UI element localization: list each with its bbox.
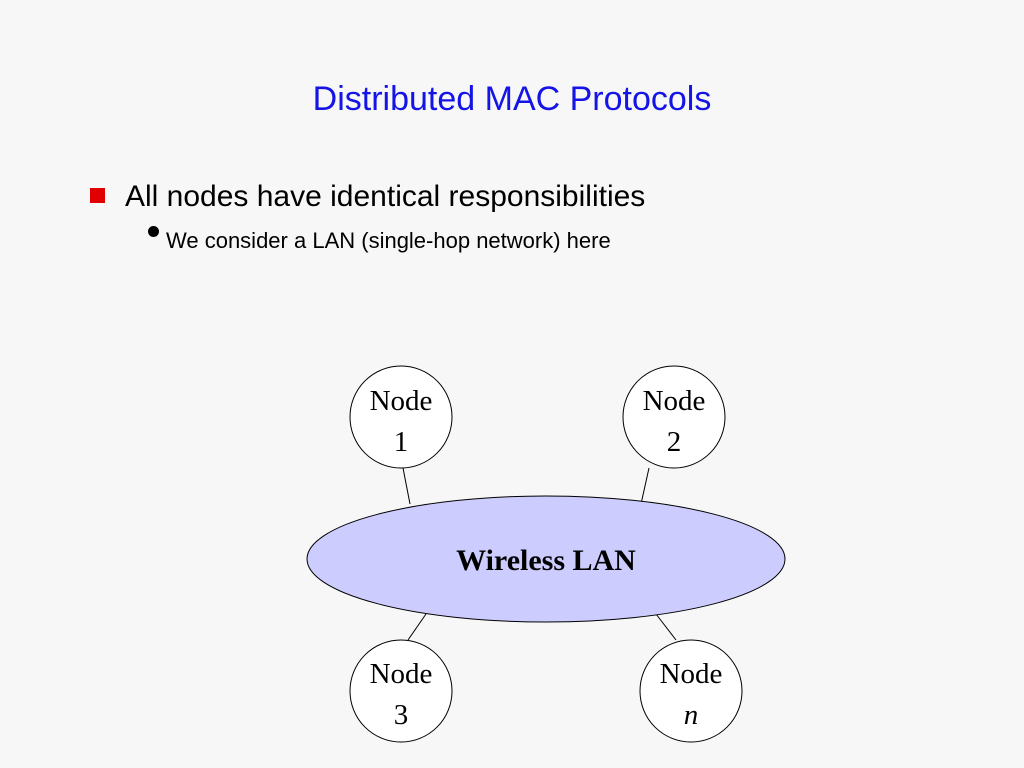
node-circle [349,365,453,469]
node-circle [639,639,743,743]
node-number: 3 [394,699,409,731]
connector-node-2 [640,467,650,505]
node-label: Node [660,658,723,690]
node-number: 2 [667,426,682,458]
wireless-lan-label: Wireless LAN [456,544,636,577]
square-bullet-icon [90,187,105,203]
node-n: Node n [639,639,743,743]
sub-bullet-text: We consider a LAN (single-hop network) h… [166,228,611,253]
node-label: Node [370,658,433,690]
node-number: 1 [394,426,409,458]
bullet-item: All nodes have identical responsibilitie… [90,178,645,216]
node-circle [349,639,453,743]
node-3: Node 3 [349,639,453,743]
connector-node-n [655,613,677,641]
bullet-text: All nodes have identical responsibilitie… [125,180,646,213]
node-1: Node 1 [349,365,453,469]
dot-bullet-icon [148,226,159,237]
connector-node-3 [407,613,427,641]
sub-bullet-item: We consider a LAN (single-hop network) h… [148,226,611,256]
connector-node-1 [402,467,411,505]
node-label: Node [370,385,433,417]
node-number: n [684,699,699,731]
node-circle [622,365,726,469]
node-2: Node 2 [622,365,726,469]
wireless-lan-ellipse [306,495,786,623]
node-label: Node [643,385,706,417]
slide-title: Distributed MAC Protocols [312,80,712,118]
